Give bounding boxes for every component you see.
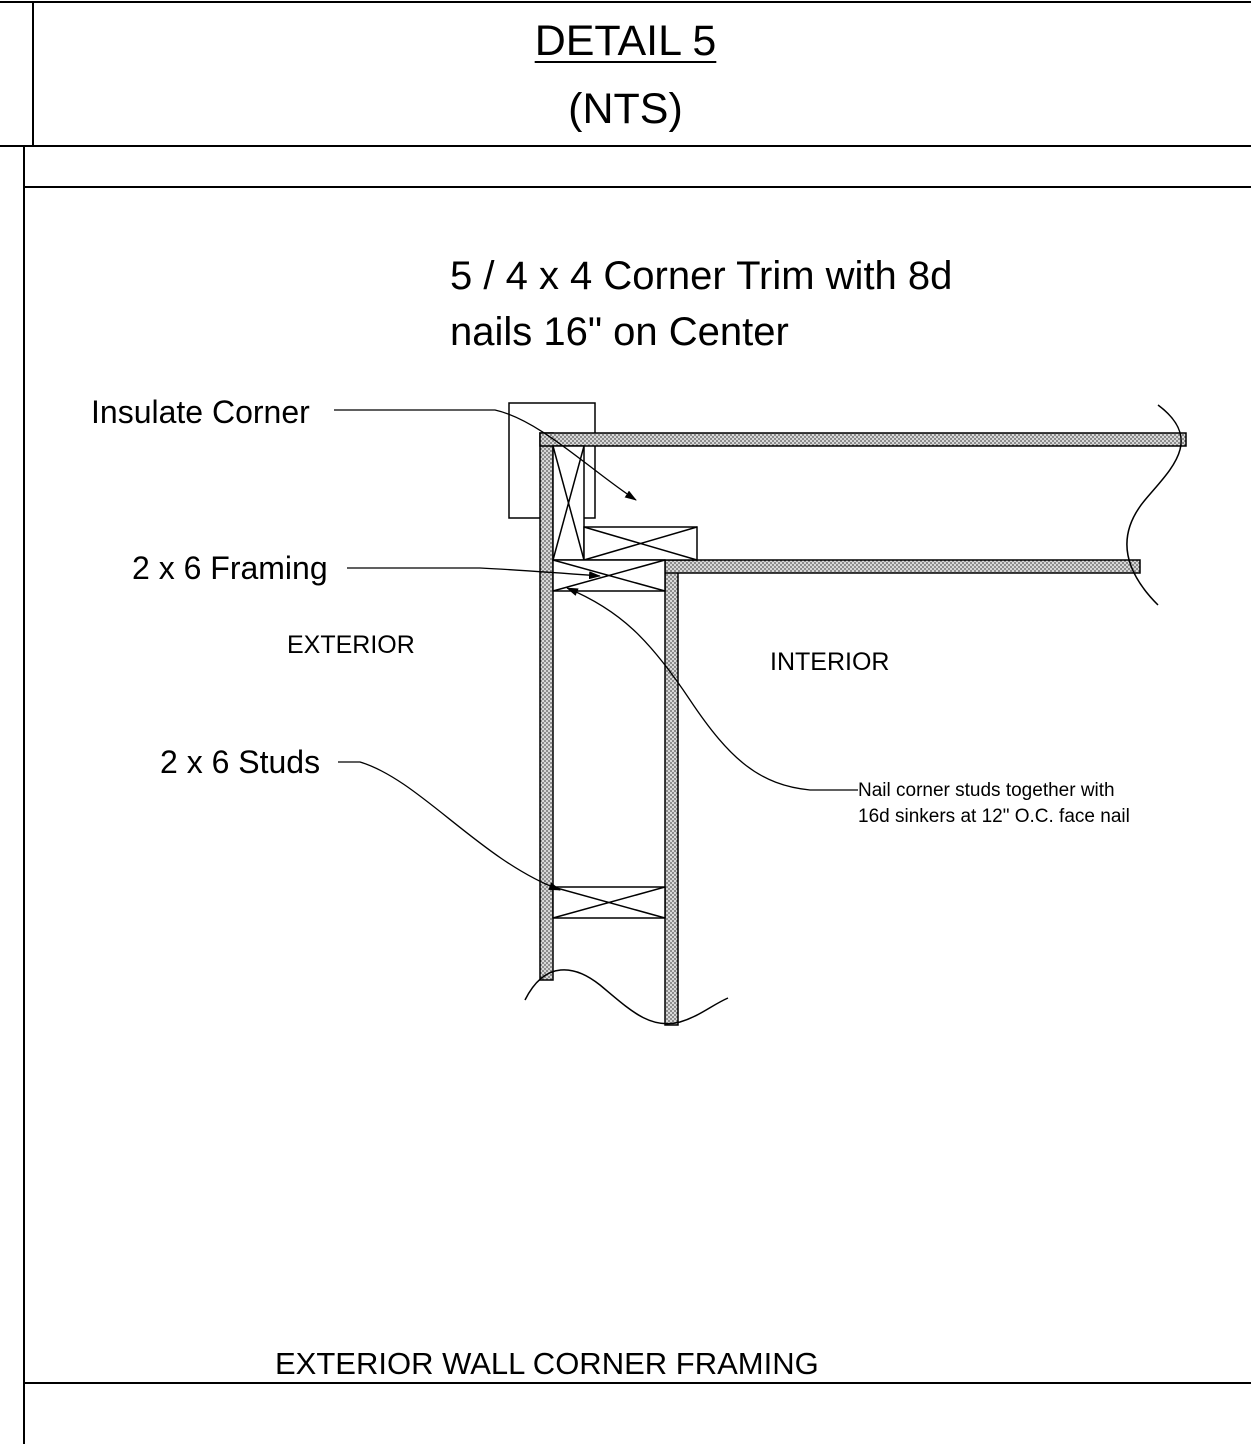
break-line-bottom — [524, 969, 729, 1025]
insulate-corner-label: Insulate Corner — [91, 394, 310, 430]
wall-stud — [552, 886, 666, 919]
leaders — [334, 409, 858, 891]
corner-trim-note: 5 / 4 x 4 Corner Trim with 8d nails 16" … — [450, 248, 952, 360]
nail-note: Nail corner studs together with 16d sink… — [858, 778, 1130, 830]
detail-title: DETAIL 5 — [534, 17, 717, 65]
interior-drywall-horizontal — [664, 559, 1141, 574]
nail-note-line1: Nail corner studs together with — [858, 780, 1115, 801]
corner-stud-vertical — [552, 445, 585, 561]
framing-member — [552, 559, 666, 592]
interior-drywall-vertical — [664, 559, 679, 1026]
corner-block — [583, 526, 698, 561]
leader-nail-note — [566, 587, 858, 791]
framing-label: 2 x 6 Framing — [132, 550, 328, 586]
drawing-caption: EXTERIOR WALL CORNER FRAMING — [275, 1346, 819, 1381]
nail-note-line2: 16d sinkers at 12" O.C. face nail — [858, 806, 1130, 827]
interior-label: INTERIOR — [770, 648, 890, 676]
leader-studs — [338, 761, 561, 891]
studs-label: 2 x 6 Studs — [160, 744, 321, 780]
leader-insulate-corner — [334, 409, 637, 501]
exterior-sheathing-horizontal — [539, 432, 1187, 447]
exterior-sheathing-vertical — [539, 432, 554, 981]
break-line-right — [1126, 404, 1182, 606]
exterior-label: EXTERIOR — [287, 631, 415, 659]
detail-scale: (NTS) — [568, 85, 683, 133]
corner-trim-note-line2: nails 16" on Center — [450, 310, 789, 354]
corner-trim-note-line1: 5 / 4 x 4 Corner Trim with 8d — [450, 254, 953, 298]
leader-framing — [347, 567, 601, 580]
